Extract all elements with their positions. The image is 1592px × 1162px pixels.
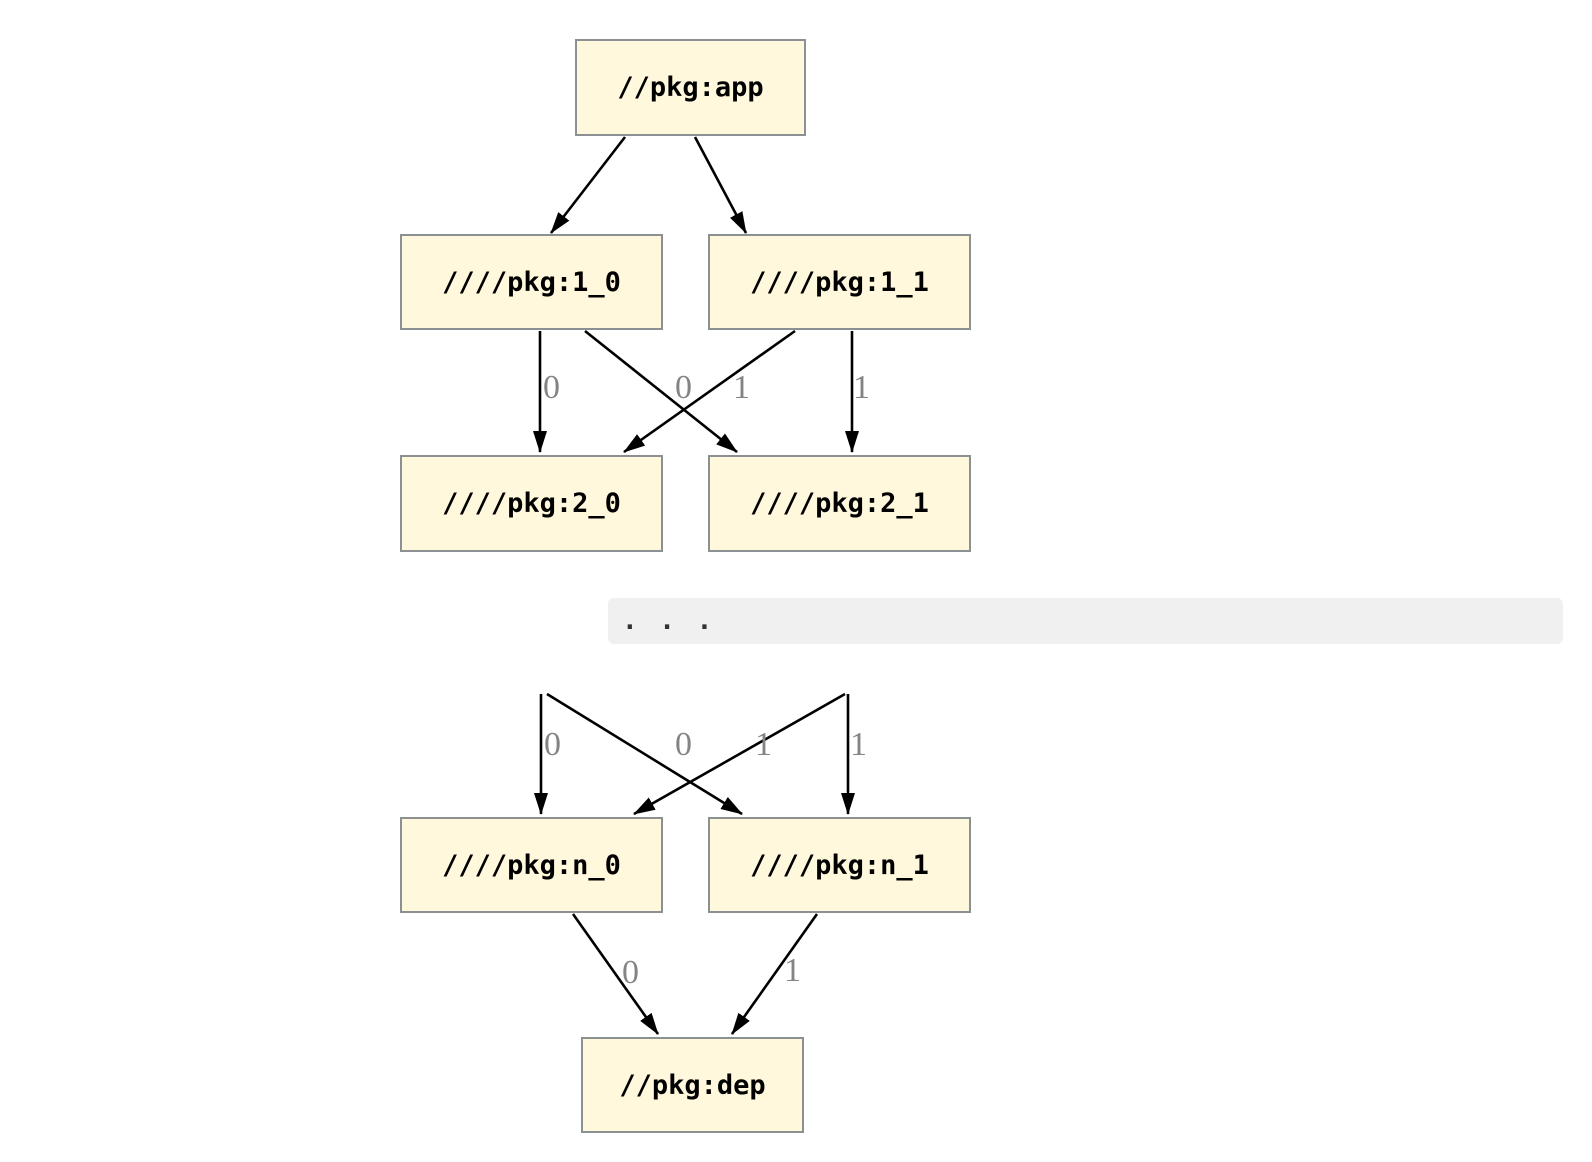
node-label: //pkg:dep <box>619 1069 766 1101</box>
node-n-1: ////pkg:n_1 <box>708 817 971 913</box>
edge-1-1-to-2-0 <box>623 329 796 454</box>
ellipsis-text: . . . <box>622 606 716 636</box>
edge-label-bottom-0: 0 <box>622 954 639 991</box>
edge-app-to-1-1 <box>693 136 748 234</box>
node-app: //pkg:app <box>575 39 806 136</box>
node-1-0: ////pkg:1_0 <box>400 234 663 330</box>
ellipsis-band: . . . <box>608 598 1563 644</box>
node-label: ////pkg:1_1 <box>750 266 929 298</box>
node-2-0: ////pkg:2_0 <box>400 455 663 552</box>
node-1-1: ////pkg:1_1 <box>708 234 971 330</box>
edge-n-1-to-dep <box>730 913 819 1035</box>
edge-hidden-to-n-0-cross <box>633 692 846 816</box>
node-2-1: ////pkg:2_1 <box>708 455 971 552</box>
node-n-0: ////pkg:n_0 <box>400 817 663 913</box>
edge-label-lower-2: 1 <box>755 726 772 763</box>
edge-label-upper-1: 0 <box>675 369 692 406</box>
node-label: ////pkg:2_1 <box>750 488 929 519</box>
edge-label-upper-2: 1 <box>733 369 750 406</box>
edge-label-lower-1: 0 <box>675 726 692 763</box>
node-dep: //pkg:dep <box>581 1037 804 1133</box>
edge-label-lower-0: 0 <box>544 726 561 763</box>
edge-label-upper-3: 1 <box>853 369 870 406</box>
edge-label-upper-0: 0 <box>543 369 560 406</box>
node-label: ////pkg:n_1 <box>750 849 929 881</box>
edge-label-lower-3: 1 <box>850 726 867 763</box>
node-label: ////pkg:2_0 <box>442 488 621 519</box>
node-label: //pkg:app <box>617 72 764 103</box>
edge-1-0-to-2-1 <box>584 329 738 454</box>
node-label: ////pkg:n_0 <box>442 849 621 881</box>
edge-hidden-to-n-1-cross <box>546 692 743 816</box>
node-label: ////pkg:1_0 <box>442 266 621 298</box>
edge-label-bottom-1: 1 <box>784 952 801 989</box>
edge-n-0-to-dep <box>571 913 660 1035</box>
edge-app-to-1-0 <box>549 136 627 234</box>
